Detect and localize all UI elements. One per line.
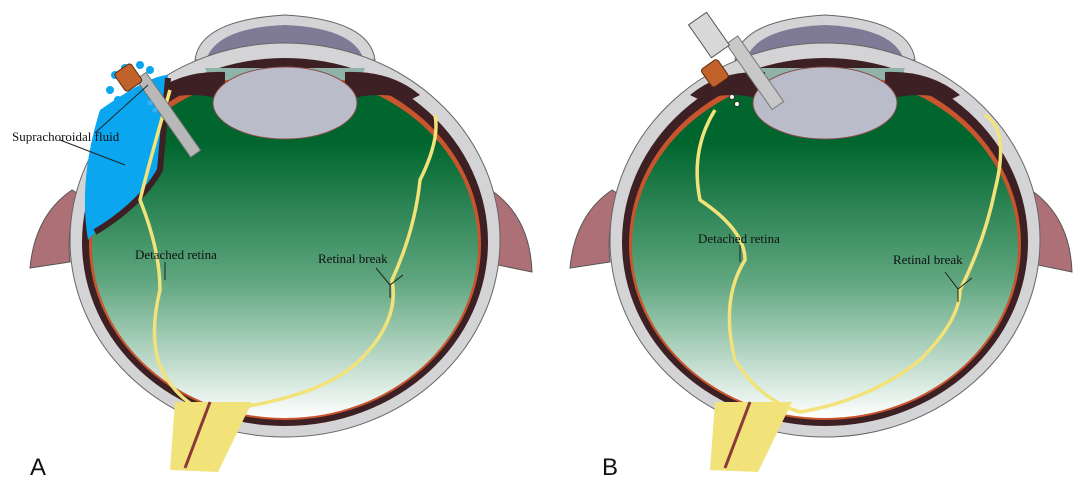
optic-nerve — [710, 401, 792, 472]
eye-panel-a — [29, 14, 533, 472]
detached-retina-line — [695, 109, 1003, 414]
label-retinal-break-a: Retinal break — [318, 251, 388, 266]
lens — [212, 66, 358, 140]
retinal-break-marker-b — [944, 271, 973, 302]
detached-choroid — [93, 77, 171, 235]
leader-line — [59, 139, 126, 166]
label-detached-retina-b: Detached retina — [698, 231, 780, 246]
fluid-droplet — [114, 96, 122, 104]
panel-label-a: A — [30, 454, 46, 481]
ciliary-body-left — [690, 71, 765, 100]
lens — [752, 66, 898, 140]
leader-line — [94, 84, 149, 134]
fluid-droplet — [106, 86, 114, 94]
syringe-b — [687, 11, 785, 111]
fluid-droplet — [146, 66, 154, 74]
ciliary-body-right — [885, 71, 960, 100]
fluid-droplet — [136, 61, 144, 69]
optic-nerve — [170, 401, 252, 472]
eye-panel-b — [569, 11, 1073, 472]
trocar-cannula-a — [114, 63, 202, 158]
retinal-break-marker-a — [375, 267, 404, 298]
label-suprachoroidal-fluid: Suprachoroidal fluid — [12, 129, 120, 144]
label-detached-retina-a: Detached retina — [135, 247, 217, 262]
label-retinal-break-b: Retinal break — [893, 252, 963, 267]
suprachoroidal-fluid — [84, 75, 168, 240]
ciliary-body-right — [345, 71, 420, 100]
panel-label-b: B — [602, 454, 618, 481]
